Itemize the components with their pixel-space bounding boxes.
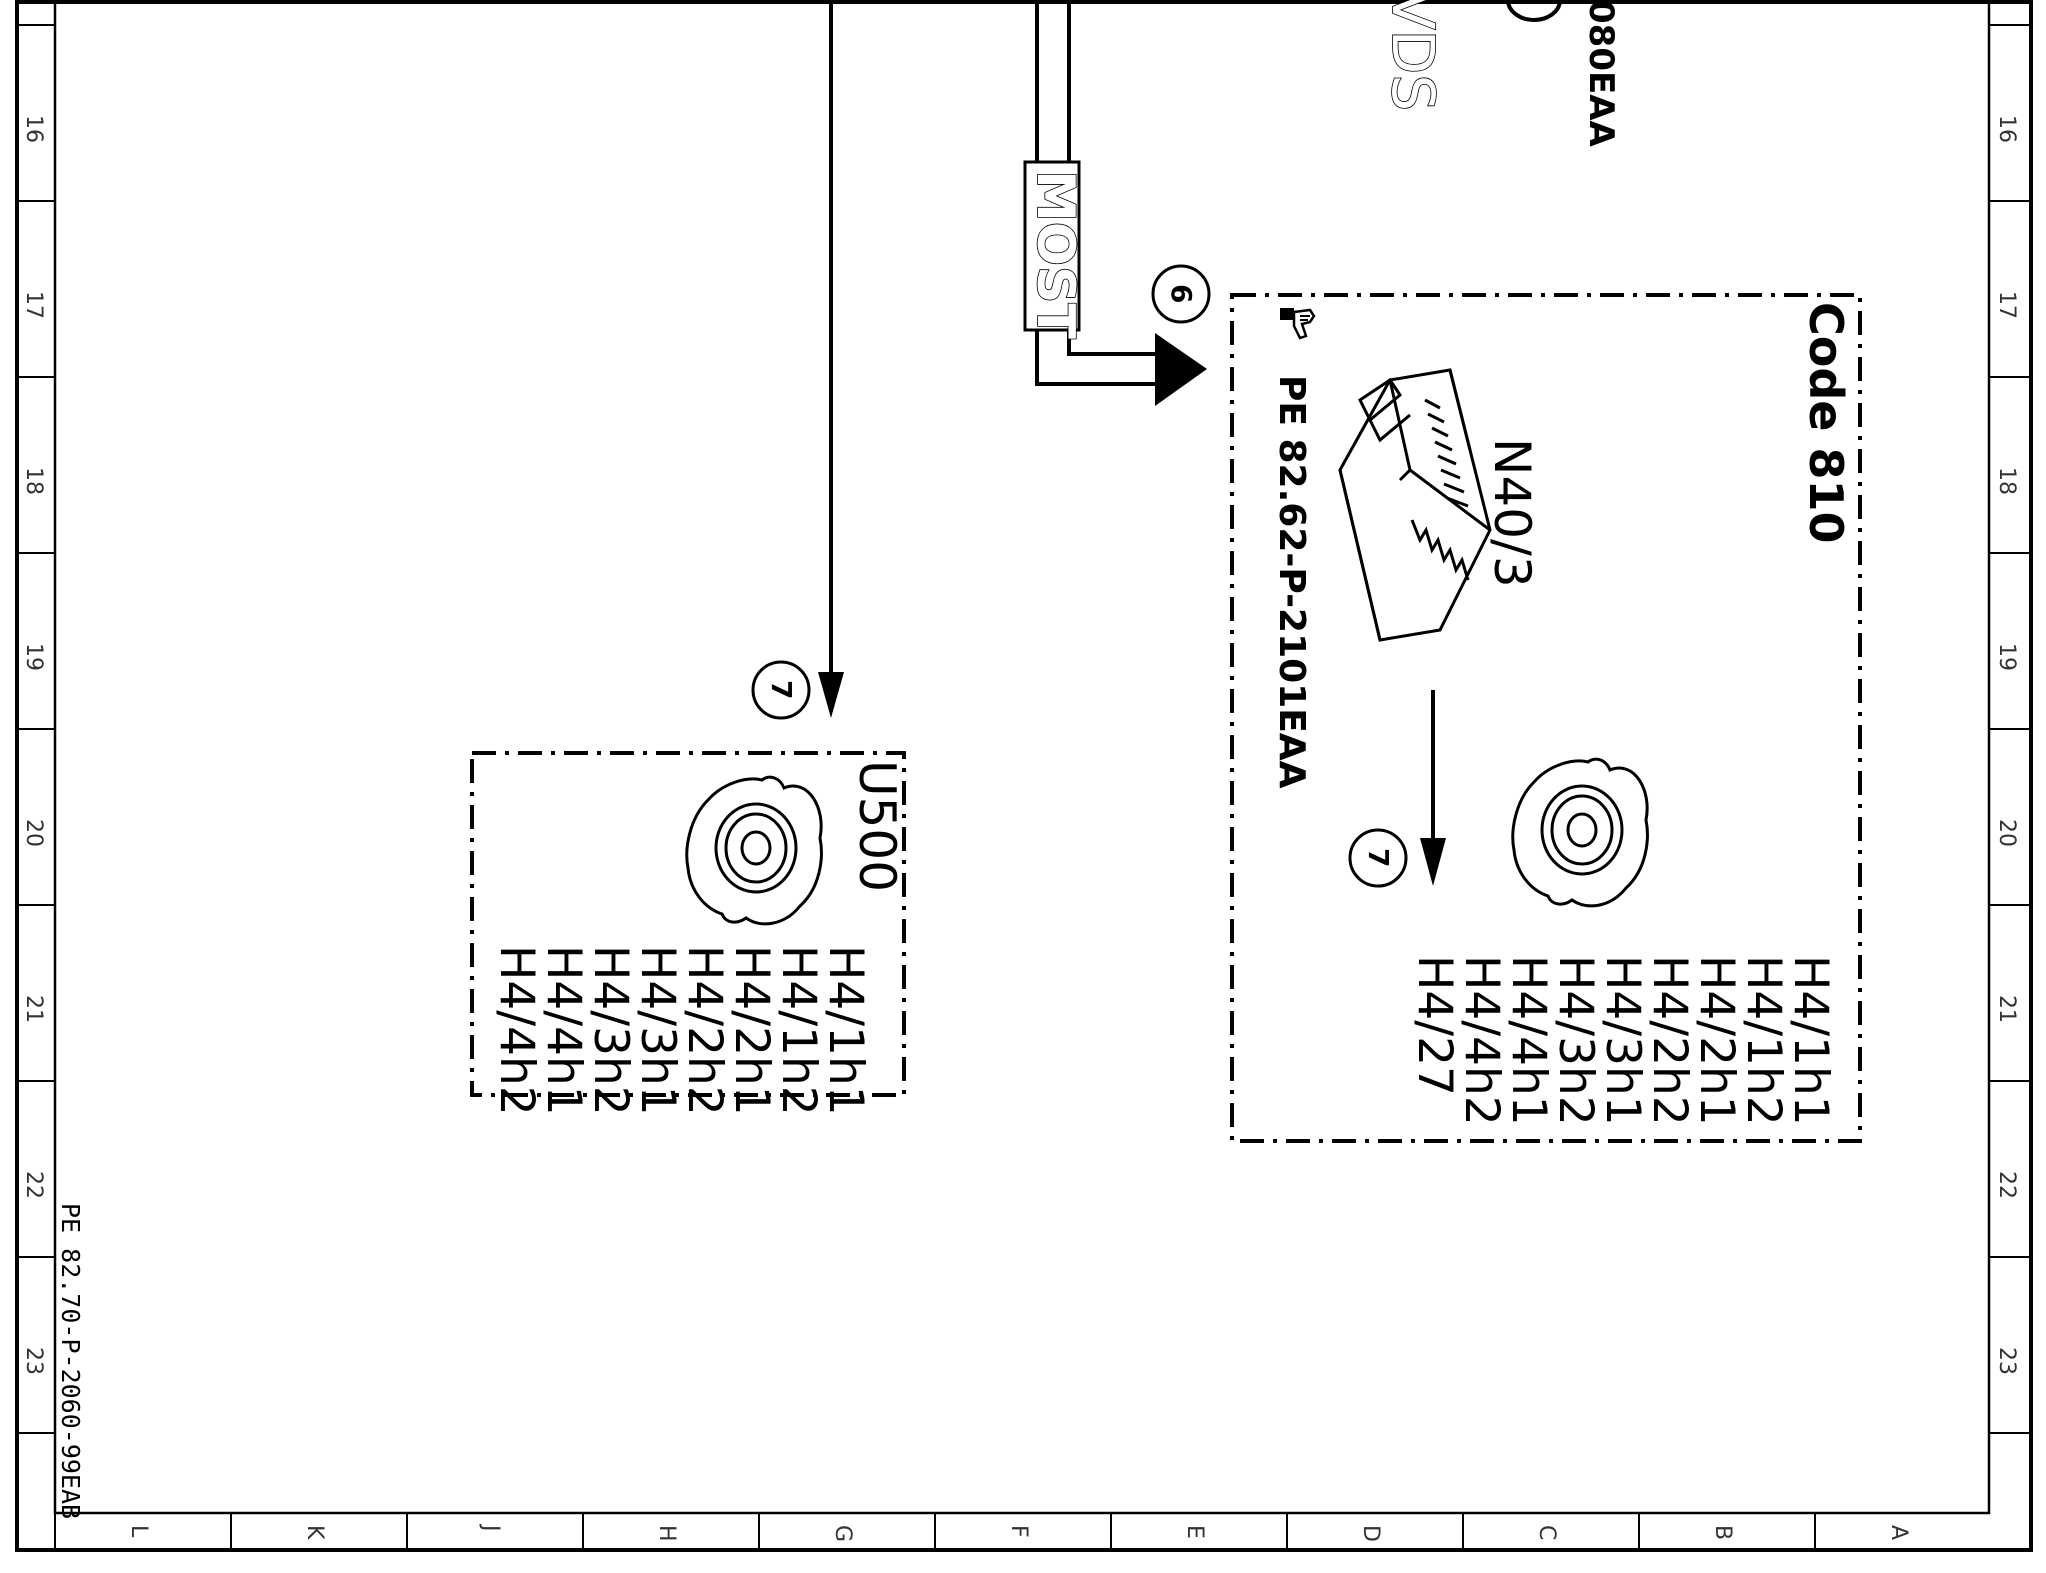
speaker-label: H4/4h2 — [1454, 955, 1509, 1126]
column-ruler-ticks — [54, 1513, 1816, 1550]
partial-reference: 080EAA — [1581, 0, 1621, 148]
speaker-label: H4/2h1 — [724, 945, 779, 1116]
row-label: 19 — [21, 643, 46, 671]
row-label: 20 — [21, 819, 46, 847]
column-label: G — [830, 1525, 855, 1542]
speaker-label: H4/2h2 — [1642, 955, 1697, 1126]
row-label: 22 — [1994, 1171, 2019, 1199]
speaker-label: H4/1h1 — [818, 945, 873, 1116]
arrow-badge-number: 7 — [1362, 848, 1395, 867]
speaker-label: H4/1h2 — [771, 945, 826, 1116]
most-bus-arrowhead — [1155, 333, 1207, 406]
speaker-label: H4/1h2 — [1736, 955, 1791, 1126]
speaker-icon — [685, 775, 823, 926]
most-bus-outer — [1035, 0, 1160, 386]
speaker-label: H4/3h2 — [583, 945, 638, 1116]
row-label: 23 — [21, 1347, 46, 1375]
partial-circle — [1506, 0, 1562, 22]
row-label: 23 — [1994, 1347, 2019, 1375]
column-label: J — [478, 1523, 503, 1532]
row-label: 16 — [1994, 115, 2019, 143]
row-label: 21 — [1994, 995, 2019, 1023]
speaker-label: H4/4h1 — [536, 945, 591, 1116]
column-label: A — [1886, 1525, 1911, 1540]
connector-badge-6: 6 — [1151, 264, 1211, 324]
code-810-label: Code 810 — [1799, 302, 1853, 544]
row-ruler-left: 16 17 18 19 20 21 22 23 — [21, 115, 46, 1375]
drawing-area-border — [53, 0, 1991, 1515]
row-label: 20 — [1994, 819, 2019, 847]
arrow-badge-number: 7 — [765, 680, 798, 699]
n40-internal-arrowhead — [1420, 838, 1446, 886]
speaker-label: H4/1h1 — [1783, 955, 1838, 1126]
speaker-label: H4/3h1 — [630, 945, 685, 1116]
speaker-label: H4/4h1 — [1501, 955, 1556, 1126]
column-label: C — [1534, 1525, 1559, 1540]
row-label: 22 — [21, 1171, 46, 1199]
row-label: 17 — [21, 291, 46, 319]
n40-3-label: N40/3 — [1483, 438, 1541, 588]
speaker-label: H4/2h2 — [677, 945, 732, 1116]
column-label: K — [302, 1525, 327, 1540]
pointing-hand-icon — [1280, 308, 1316, 340]
sheet-reference: PE 82.70-P-2060-99EAB — [56, 1203, 85, 1519]
row-label: 18 — [21, 467, 46, 495]
u500-speaker-list: H4/1h1 H4/1h2 H4/2h1 H4/2h2 H4/3h1 H4/3h… — [489, 945, 873, 1116]
arrow-badge-7-u500: 7 — [751, 660, 811, 720]
most-bus-inner — [1067, 0, 1160, 356]
speaker-label: H4/27 — [1407, 955, 1462, 1096]
row-ruler-right: 16 17 18 19 20 21 22 23 — [1994, 115, 2019, 1375]
partial-label: VDS — [1379, 0, 1447, 111]
column-label: D — [1358, 1525, 1383, 1542]
u500-module-box — [470, 751, 906, 1097]
column-label: B — [1710, 1525, 1735, 1540]
most-label-box — [1023, 160, 1081, 332]
n40-speaker-list: H4/1h1 H4/1h2 H4/2h1 H4/2h2 H4/3h1 H4/3h… — [1407, 955, 1838, 1126]
most-label: MOST — [1025, 170, 1085, 339]
row-label: 21 — [21, 995, 46, 1023]
connector-badge-number: 6 — [1165, 284, 1198, 303]
row-label: 16 — [21, 115, 46, 143]
speaker-label: H4/3h1 — [1595, 955, 1650, 1126]
u500-label: U500 — [848, 760, 906, 892]
n40-reference: PE 82.62-P-2101EAA — [1271, 375, 1312, 789]
column-label: E — [1182, 1525, 1207, 1539]
most-label-group: MOST — [1023, 160, 1086, 340]
speaker-label: H4/2h1 — [1689, 955, 1744, 1126]
row-label: 18 — [1994, 467, 2019, 495]
row-label: 17 — [1994, 291, 2019, 319]
left-wire-arrowhead — [818, 672, 844, 718]
speaker-label: H4/4h2 — [489, 945, 544, 1116]
speaker-label: H4/3h2 — [1548, 955, 1603, 1126]
top-partial-block: 080EAA VDS — [1378, 0, 1621, 148]
column-label: L — [126, 1525, 151, 1538]
row-label: 19 — [1994, 643, 2019, 671]
column-ruler-bottom: L K J H G F E D C B A — [126, 1523, 1911, 1542]
arrow-badge-7-n40: 7 — [1348, 828, 1408, 888]
column-label: H — [654, 1525, 679, 1542]
speaker-icon — [1511, 757, 1649, 908]
control-unit-icon — [1338, 368, 1492, 642]
row-ruler-ticks — [17, 24, 2031, 1434]
column-label: F — [1006, 1525, 1031, 1538]
